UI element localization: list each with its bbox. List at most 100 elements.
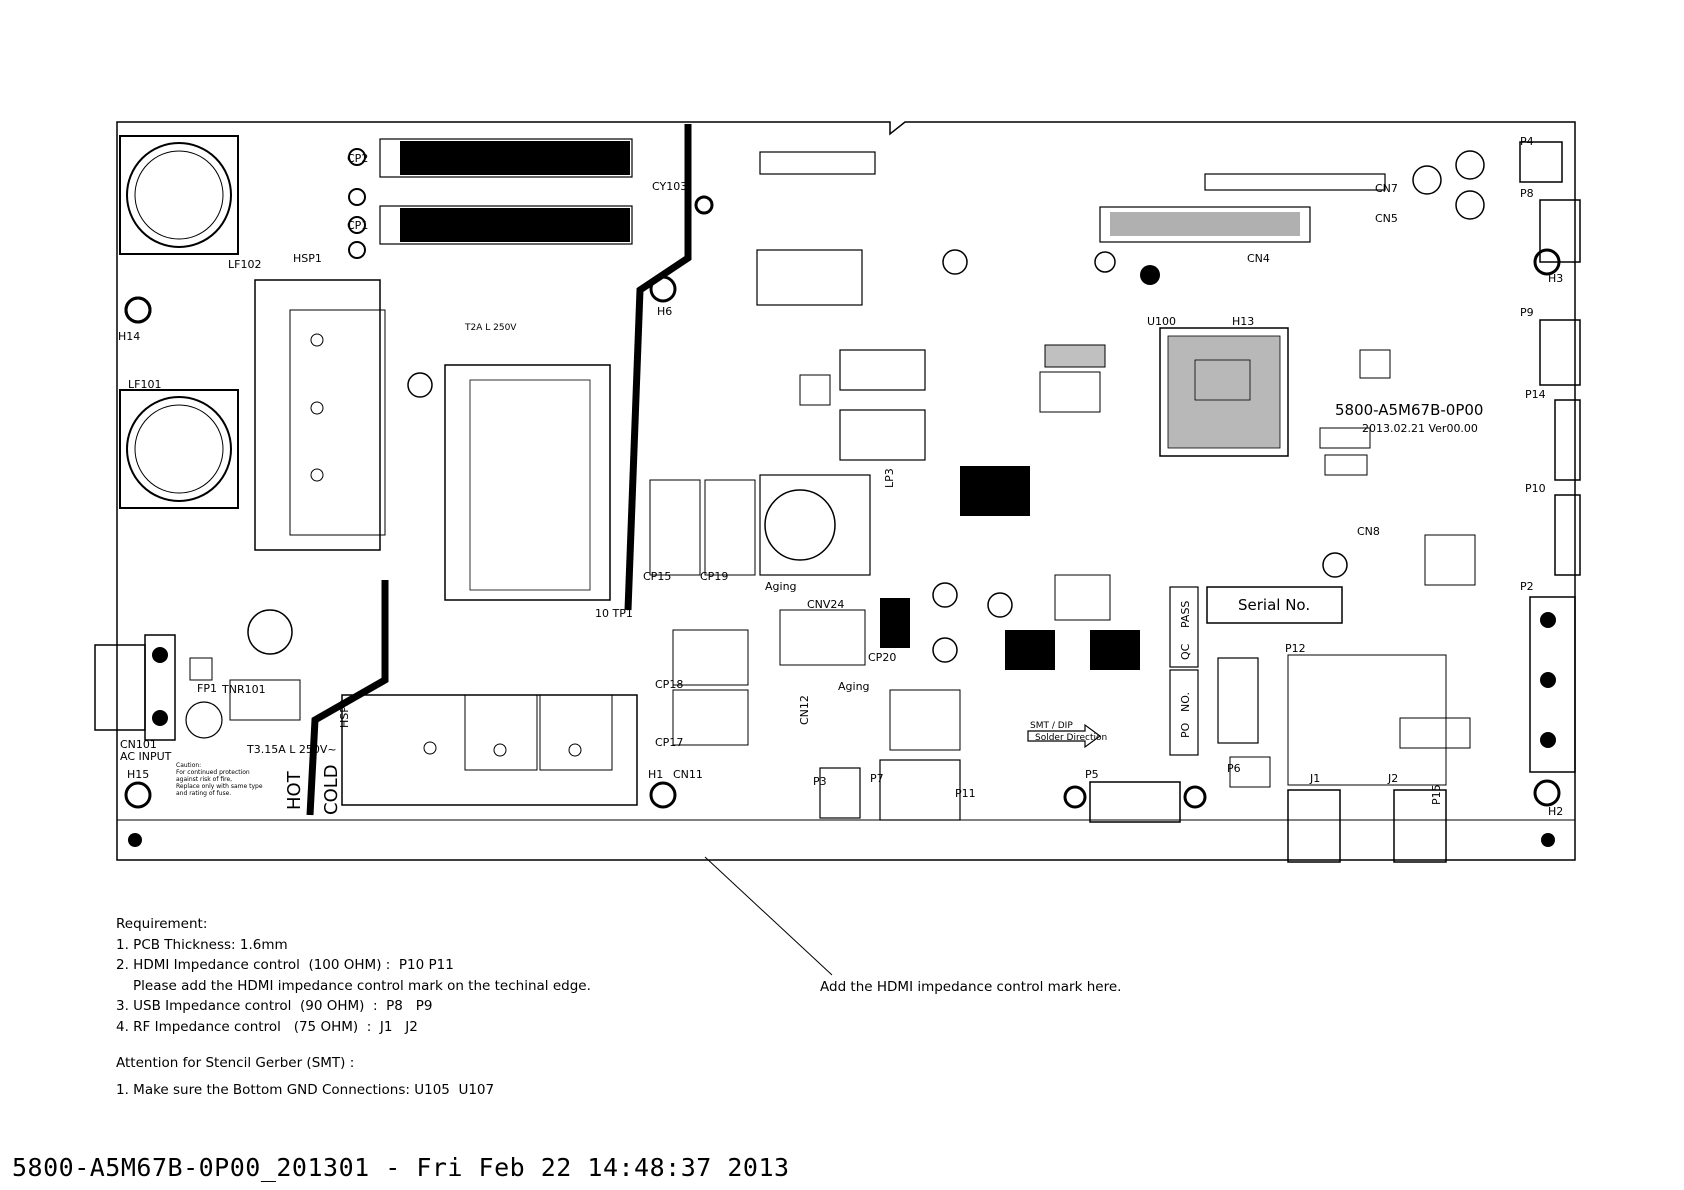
svg-text:LP3: LP3: [883, 468, 896, 488]
svg-text:CP1: CP1: [347, 219, 368, 232]
u203-ic: [960, 466, 1030, 516]
po-no-box: [1169, 669, 1199, 756]
requirement-item: 2. HDMI Impedance control (100 OHM) : P1…: [116, 957, 454, 973]
po-label: PO: [1179, 722, 1192, 738]
cold-label: COLD: [321, 764, 342, 815]
svg-text:CN5: CN5: [1375, 212, 1398, 225]
hot-label: HOT: [284, 770, 305, 810]
svg-text:CP19: CP19: [700, 570, 728, 583]
footer-file-stamp: 5800-A5M67B-0P00_201301 - Fri Feb 22 14:…: [12, 1153, 790, 1182]
mounting-hole-h14: [124, 296, 152, 324]
svg-text:T2A L 250V: T2A L 250V: [464, 323, 517, 333]
svg-text:H14: H14: [118, 330, 140, 343]
hdmi-mark-leader-line: [704, 856, 833, 976]
solder-direction-label: Solder Direction: [1035, 733, 1107, 743]
cn4-connector: [1099, 206, 1311, 243]
svg-text:P10: P10: [1525, 482, 1546, 495]
svg-text:J2: J2: [1387, 772, 1398, 785]
p5-vga: [1089, 781, 1181, 823]
pass-label: PASS: [1179, 601, 1192, 628]
svg-text:P9: P9: [1520, 306, 1534, 319]
ac-input-label: AC INPUT: [120, 750, 172, 763]
svg-text:CN4: CN4: [1247, 252, 1270, 265]
board-part-number: 5800-A5M67B-0P00: [1335, 401, 1483, 419]
svg-text:P15: P15: [1430, 784, 1443, 805]
stencil-item: 1. Make sure the Bottom GND Connections:…: [116, 1081, 495, 1098]
svg-text:CN11: CN11: [673, 768, 703, 781]
p10-hdmi: [1554, 494, 1581, 576]
svg-text:H6: H6: [657, 305, 672, 318]
isolation-line: [624, 124, 692, 611]
svg-text:H1: H1: [648, 768, 663, 781]
qc-label: QC: [1179, 643, 1192, 660]
hdmi-mark-note: Add the HDMI impedance control mark here…: [820, 979, 1122, 995]
label-cp2: CP2: [347, 152, 368, 165]
svg-text:LF102: LF102: [228, 258, 261, 271]
svg-text:FP1: FP1: [197, 682, 217, 695]
svg-text:H15: H15: [127, 768, 149, 781]
isolation-line-lower: [306, 580, 389, 816]
cn7-connector: [1204, 173, 1386, 191]
svg-text:P7: P7: [870, 772, 884, 785]
svg-text:CN8: CN8: [1357, 525, 1380, 538]
p14-hdmi: [1554, 399, 1581, 481]
svg-text:LF101: LF101: [128, 378, 161, 391]
label-aging-2: Aging: [838, 680, 870, 693]
requirements-heading: Requirement:: [116, 916, 208, 932]
j2-rf-connector: [1393, 789, 1447, 863]
label-aging-1: Aging: [765, 580, 797, 593]
requirement-item: 4. RF Impedance control (75 OHM) : J1 J2: [116, 1018, 418, 1035]
requirement-item: 1. PCB Thickness: 1.6mm: [116, 936, 288, 953]
svg-text:H3: H3: [1548, 272, 1563, 285]
lf101-choke: [119, 389, 239, 509]
stencil-heading: Attention for Stencil Gerber (SMT) :: [116, 1055, 355, 1071]
board-date-version: 2013.02.21 Ver00.00: [1362, 422, 1478, 435]
svg-text:CNV24: CNV24: [807, 598, 844, 611]
mounting-hole-h1: [649, 781, 677, 809]
p2-connector: [1529, 596, 1576, 773]
svg-text:P6: P6: [1227, 762, 1241, 775]
fuse-caution-text: Caution: For continued protection agains…: [176, 762, 263, 797]
svg-text:H2: H2: [1548, 805, 1563, 818]
svg-text:CP15: CP15: [643, 570, 671, 583]
hsp2-heatsink: [341, 694, 638, 806]
lf102-choke: [119, 135, 239, 255]
svg-text:HSP1: HSP1: [293, 252, 322, 265]
p4-connector: [1519, 141, 1563, 183]
requirement-item: Please add the HDMI impedance control ma…: [133, 977, 591, 994]
p3-connector: [819, 767, 861, 819]
svg-text:P12: P12: [1285, 642, 1306, 655]
svg-text:J1: J1: [1309, 772, 1320, 785]
svg-text:CY103: CY103: [652, 180, 687, 193]
svg-text:CP18: CP18: [655, 678, 683, 691]
svg-text:CP17: CP17: [655, 736, 683, 749]
solder-direction-arrow: [1027, 723, 1102, 749]
u100-soc: [1159, 327, 1289, 457]
mounting-hole-h6: [649, 275, 677, 303]
svg-text:T3.15A L 250V~: T3.15A L 250V~: [246, 743, 337, 756]
svg-text:P2: P2: [1520, 580, 1534, 593]
svg-text:H13: H13: [1232, 315, 1254, 328]
transformer-outline: [254, 279, 381, 551]
cp1-capacitor: [400, 208, 630, 242]
requirement-item: 3. USB Impedance control (90 OHM) : P8 P…: [116, 998, 433, 1014]
serial-number-box: [1206, 586, 1343, 624]
svg-text:10 TP1: 10 TP1: [595, 607, 633, 620]
svg-text:CP20: CP20: [868, 651, 896, 664]
serial-number-label: Serial No.: [1238, 596, 1310, 614]
no-label: NO.: [1179, 692, 1192, 712]
ac-input-connector: [94, 644, 146, 731]
svg-text:P4: P4: [1520, 135, 1534, 148]
j1-rf-connector: [1287, 789, 1341, 863]
mounting-hole-h2: [1533, 779, 1561, 807]
svg-text:P8: P8: [1520, 187, 1534, 200]
cp2-capacitor: [400, 141, 630, 175]
svg-text:TNR101: TNR101: [221, 683, 266, 696]
mounting-hole-h15: [124, 781, 152, 809]
smt-dip-label: SMT / DIP: [1030, 721, 1073, 731]
p9-usb: [1539, 319, 1581, 386]
board-outline: [116, 121, 1576, 861]
svg-text:P3: P3: [813, 775, 827, 788]
svg-text:P5: P5: [1085, 768, 1099, 781]
svg-text:P11: P11: [955, 787, 976, 800]
